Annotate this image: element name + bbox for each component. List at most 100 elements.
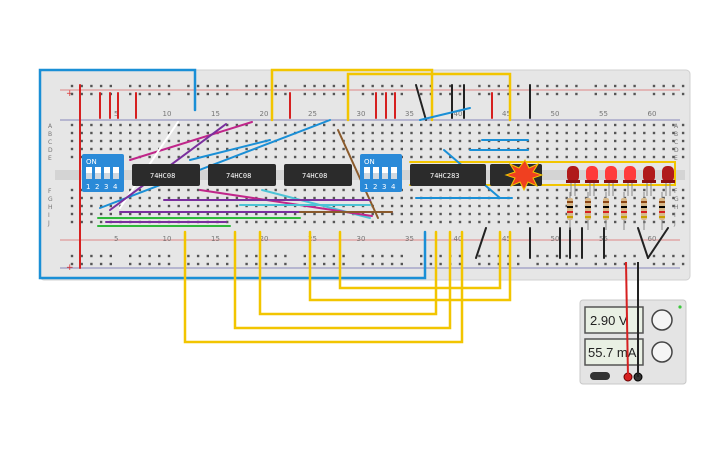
wire-blue-diag-2[interactable]: [189, 139, 271, 161]
rail-hole: [303, 254, 306, 258]
wire-yellow-top-1[interactable]: [270, 68, 434, 122]
breadboard-hole: [90, 139, 93, 143]
breadboard-hole: [633, 123, 636, 127]
led[interactable]: [605, 166, 617, 182]
breadboard-hole: [177, 155, 180, 159]
led[interactable]: [643, 166, 655, 182]
rail-hole: [652, 254, 656, 258]
resistor[interactable]: [641, 198, 647, 220]
breadboard-hole: [652, 204, 656, 208]
rail-hole: [371, 254, 374, 258]
wire-yellow-top-2[interactable]: [346, 72, 512, 122]
led[interactable]: [662, 166, 674, 182]
resistor[interactable]: [567, 198, 573, 220]
burst-icon: [504, 159, 544, 192]
breadboard-hole: [255, 188, 258, 192]
resistor-row[interactable]: [567, 192, 665, 230]
breadboard-hole: [546, 204, 549, 208]
wire-yellow-loop-5[interactable]: [338, 230, 502, 290]
breadboard-hole: [381, 212, 384, 216]
breadboard-hole: [410, 196, 413, 200]
dip-switch-2[interactable]: ON 1 2 3 4: [360, 154, 402, 192]
breadboard-hole: [546, 123, 549, 127]
led[interactable]: [624, 166, 636, 182]
chip-74hc08-3[interactable]: 74HC08: [284, 164, 352, 186]
breadboard-hole: [429, 220, 433, 224]
rail-hole: [555, 84, 559, 88]
breadboard-hole: [584, 131, 588, 135]
breadboard-hole: [555, 131, 559, 135]
chip-74hc283[interactable]: 74HC283: [410, 164, 486, 186]
breadboard-hole: [226, 204, 229, 208]
breadboard-hole: [487, 131, 491, 135]
breadboard-hole: [507, 155, 510, 159]
wire-black-1[interactable]: [415, 84, 427, 121]
breadboard-hole: [478, 123, 481, 127]
resistor[interactable]: [585, 198, 591, 220]
breadboard-hole: [70, 123, 74, 127]
rail-hole: [129, 254, 132, 258]
breadboard-hole: [468, 188, 471, 192]
power-supply[interactable]: 2.90 V 55.7 mA: [579, 299, 687, 385]
wire-black-12[interactable]: [647, 227, 669, 259]
wire-magenta-diag[interactable]: [129, 121, 253, 161]
chip-overheated[interactable]: [490, 159, 544, 192]
breadboard-hole: [623, 123, 627, 127]
breadboard-hole: [604, 131, 607, 135]
chip-74hc08-1[interactable]: 74HC08: [132, 164, 200, 186]
wire-yellow-chip-bus[interactable]: [409, 161, 676, 186]
voltage-knob[interactable]: [651, 309, 673, 331]
dip-switch-1[interactable]: ON 1 2 3 4: [82, 154, 124, 192]
rail-plus-top: +: [66, 89, 74, 99]
breadboard-hole: [245, 188, 248, 192]
breadboard-hole: [235, 188, 239, 192]
wires[interactable]: [38, 68, 676, 344]
dip-number: 2: [373, 183, 377, 191]
led-row[interactable]: [566, 166, 675, 196]
breadboard-hole: [148, 131, 151, 135]
row-letter: I: [48, 212, 50, 219]
wire-yellow-loop-2[interactable]: [233, 230, 452, 330]
wire-brown-diag[interactable]: [337, 129, 379, 219]
breadboard-hole: [284, 188, 287, 192]
wire-blue-loop[interactable]: [38, 68, 427, 280]
breadboard-hole: [643, 139, 646, 143]
resistor[interactable]: [659, 198, 665, 220]
rail-hole: [555, 262, 559, 266]
breadboard-hole: [681, 131, 685, 135]
resistor[interactable]: [603, 198, 609, 220]
wire-black-11[interactable]: [637, 227, 649, 259]
breadboard-hole: [119, 139, 122, 143]
resistor-band: [641, 211, 647, 213]
led[interactable]: [567, 166, 579, 182]
breadboard-hole: [129, 131, 132, 135]
column-number: 50: [551, 235, 560, 243]
wire-yellow-loop-3[interactable]: [258, 230, 438, 316]
wire-yellow-loop-4[interactable]: [308, 230, 512, 302]
wire-blue-right-5[interactable]: [419, 107, 471, 121]
rail-hole: [478, 254, 481, 258]
breadboard-hole: [517, 196, 520, 200]
resistor-band: [641, 216, 647, 218]
rail-hole: [99, 84, 103, 88]
breadboard-hole: [594, 155, 597, 159]
dip-number: 3: [104, 183, 108, 191]
breadboard-hole: [400, 212, 403, 216]
breadboard-hole: [487, 123, 491, 127]
power-switch[interactable]: [590, 372, 610, 380]
led[interactable]: [586, 166, 598, 182]
wire-supply-red[interactable]: [625, 261, 629, 378]
chip-74hc08-2[interactable]: 74HC08: [208, 164, 276, 186]
breadboard-hole: [584, 139, 588, 143]
breadboard-hole: [681, 212, 685, 216]
column-number: 40: [454, 110, 463, 118]
breadboard-hole: [390, 131, 394, 135]
rail-hole: [429, 254, 433, 258]
wire-black-5[interactable]: [475, 227, 487, 259]
current-knob[interactable]: [651, 341, 673, 363]
breadboard-hole: [187, 204, 190, 208]
rail-hole: [187, 92, 190, 96]
breadboard-hole: [536, 196, 539, 200]
resistor[interactable]: [621, 198, 627, 220]
